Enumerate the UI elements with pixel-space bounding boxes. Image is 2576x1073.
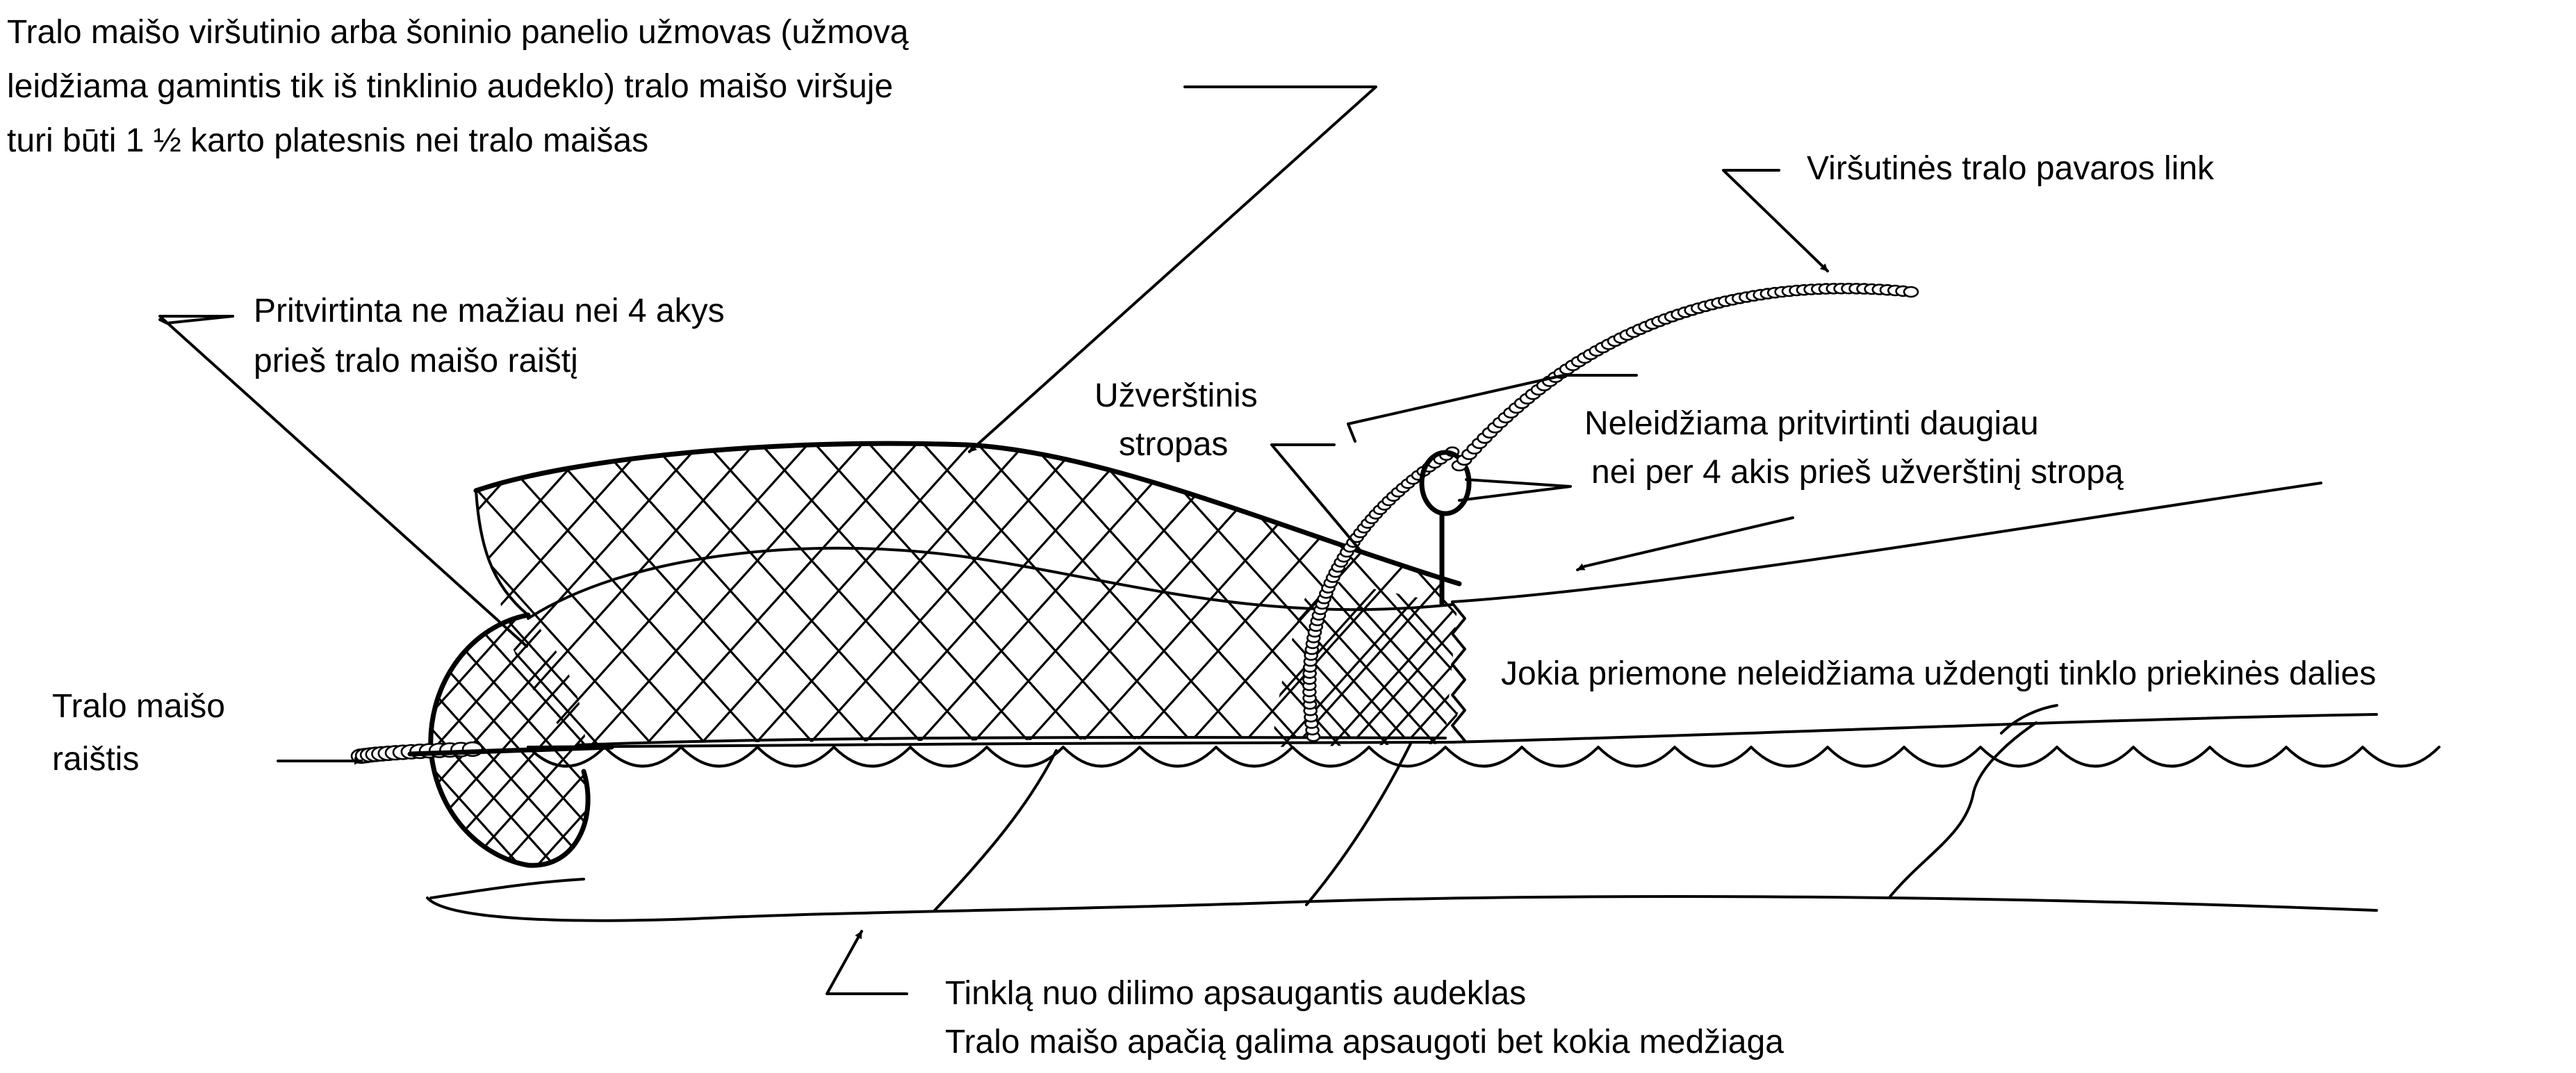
label-strap-1: Užverštinis xyxy=(1094,377,1258,414)
label-top-panel-3: turi būti 1 ½ karto platesnis nei tralo … xyxy=(7,122,648,159)
mesh-strand xyxy=(1084,570,1247,751)
net-body xyxy=(527,482,2440,768)
mesh-strand xyxy=(585,443,876,744)
label-codend-2: raištis xyxy=(52,741,139,778)
label-bottom-1: Tinklą nuo dilimo apsaugantis audeklas xyxy=(945,975,1526,1012)
mesh-strand xyxy=(1344,443,1459,744)
mesh-strand xyxy=(802,443,1092,744)
mesh-strand xyxy=(531,443,821,744)
mesh-strand xyxy=(856,443,1147,744)
mesh-strand xyxy=(430,615,495,866)
label-codend-1: Tralo maišo xyxy=(52,688,225,725)
mesh-strand xyxy=(1272,577,1345,747)
mesh-strand xyxy=(430,615,495,866)
codend-bulb xyxy=(146,605,1085,876)
mesh-strand xyxy=(430,615,461,866)
label-top-panel-2: leidžiama gamintis tik iš tinklinio aude… xyxy=(7,68,893,105)
mesh-strand xyxy=(146,605,390,876)
mesh-strand xyxy=(476,443,496,744)
mesh-strand xyxy=(841,605,1085,876)
mesh-strand xyxy=(841,605,1085,876)
label-bottom-2: Tralo maišo apačią galima apsaugoti bet … xyxy=(945,1024,1784,1060)
mesh-strand xyxy=(694,443,984,744)
mesh-strand xyxy=(430,615,565,866)
label-upper-tow: Viršutinės tralo pavaros link xyxy=(1807,150,2215,187)
mesh-strand xyxy=(639,443,930,744)
mesh-strand xyxy=(748,443,1038,744)
rope-strand xyxy=(1903,286,1919,298)
mesh-strand xyxy=(430,615,530,866)
mesh-strand xyxy=(430,615,589,866)
mesh-strand xyxy=(430,615,530,866)
lifting-strop xyxy=(1302,446,1472,742)
label-not-more-1: Neleidžiama pritvirtinti daugiau xyxy=(1584,405,2039,442)
mesh-strand xyxy=(1236,443,1459,744)
net-scalloped-edge xyxy=(527,746,2440,768)
label-top-panel-1: Tralo maišo viršutinio arba šoninio pane… xyxy=(7,14,909,51)
mesh-strand xyxy=(476,443,605,744)
label-not-more-2: nei per 4 akis prieš užverštinį stropą xyxy=(1591,454,2124,491)
label-strap-2: stropas xyxy=(1119,426,1228,463)
mesh-strand xyxy=(476,443,659,744)
mesh-strand xyxy=(181,605,425,876)
mesh-strand xyxy=(457,615,589,866)
mesh-strand xyxy=(527,615,589,866)
mesh-strand xyxy=(1398,443,1459,744)
mesh-strand xyxy=(430,615,461,866)
mesh-strand xyxy=(476,443,605,744)
leader-lines xyxy=(158,85,1829,995)
mesh-strand xyxy=(476,443,713,744)
chafer-bottom-cloth xyxy=(426,704,2378,922)
mesh-strand xyxy=(476,443,496,744)
mesh-strand xyxy=(492,615,589,866)
mesh-strand xyxy=(1326,577,1461,747)
mesh-strand xyxy=(1423,577,1461,747)
tow-rope xyxy=(1451,282,1919,472)
mesh-strand xyxy=(146,605,390,876)
mesh-strand xyxy=(181,605,425,876)
label-attached-4-1: Pritvirtinta ne mažiau nei 4 akys xyxy=(254,293,725,329)
label-attached-4-2: prieš tralo maišo raištį xyxy=(254,343,578,379)
mesh-strand xyxy=(1084,570,1247,751)
codend-knot xyxy=(350,741,614,764)
mesh-strand xyxy=(430,615,589,866)
mesh-strand xyxy=(1290,443,1459,744)
annotation-text: Tralo maišo viršutinio arba šoninio pane… xyxy=(7,14,2376,1060)
label-front-cover: Jokia priemone neleidžiama uždengti tink… xyxy=(1501,655,2376,692)
mesh-strand xyxy=(492,615,589,866)
